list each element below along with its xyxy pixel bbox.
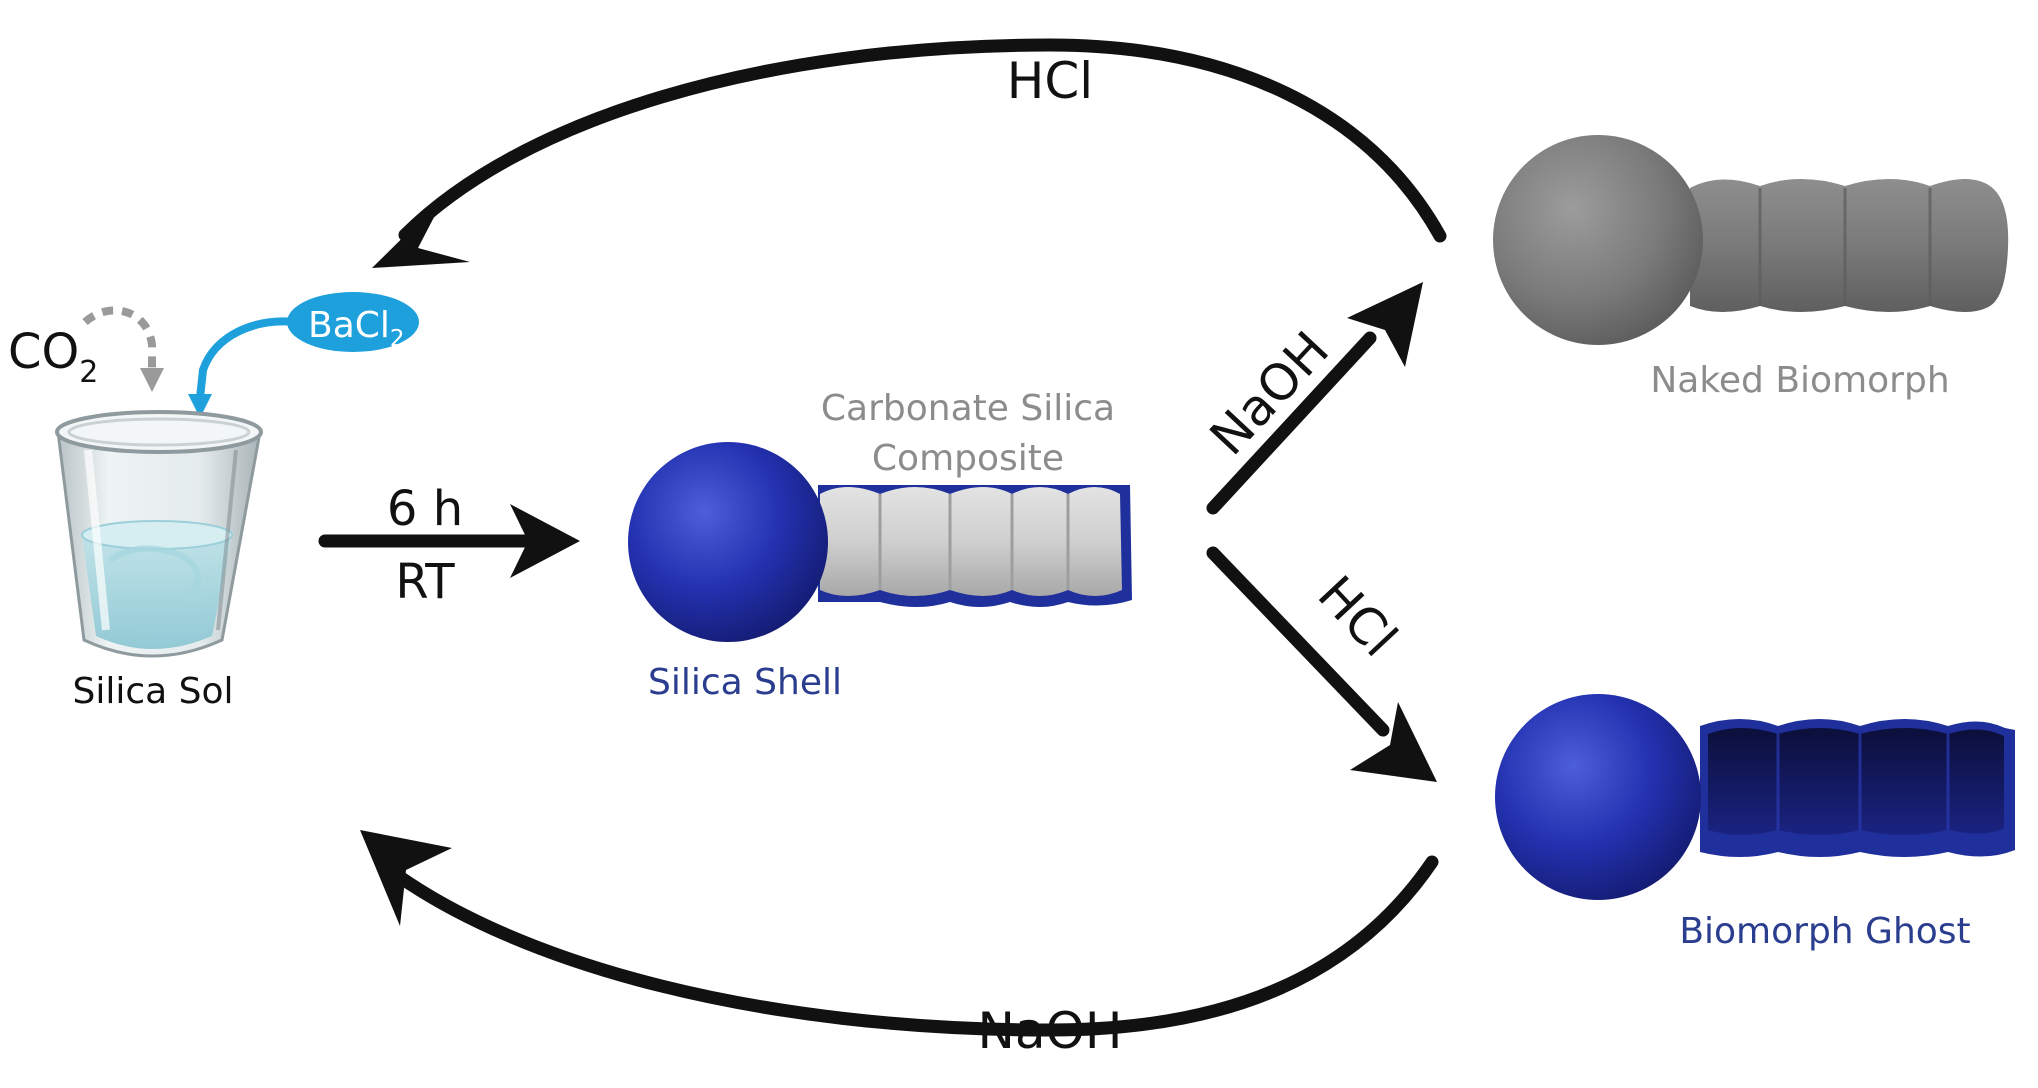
composite-head-sphere xyxy=(628,442,828,642)
silica-shell-label: Silica Shell xyxy=(648,662,842,703)
naoh-return-arrow xyxy=(360,830,1439,1037)
co2-subscript: 2 xyxy=(79,355,98,390)
silica-sol-label: Silica Sol xyxy=(72,671,233,712)
bacl2-label: BaCl xyxy=(308,305,390,346)
composite-label-line2: Composite xyxy=(872,438,1064,479)
reaction-arrow xyxy=(318,504,580,578)
composite-biomorph xyxy=(628,442,1132,642)
hcl-return-arrow xyxy=(372,38,1447,268)
naked-biomorph-label: Naked Biomorph xyxy=(1650,360,1949,401)
hcl-top-label: HCl xyxy=(1007,52,1093,110)
time-label: 6 h xyxy=(387,481,463,537)
hcl-return-arrowhead xyxy=(372,196,470,268)
beaker xyxy=(55,410,263,658)
naked-biomorph-body xyxy=(1690,179,2009,312)
hcl-branch-arrow xyxy=(1206,546,1437,782)
naked-biomorph-head xyxy=(1493,135,1703,345)
co2-input: CO2 xyxy=(8,306,164,392)
naked-biomorph xyxy=(1493,135,2009,345)
ghost-head-sphere xyxy=(1495,694,1701,900)
temperature-label: RT xyxy=(395,554,455,610)
hcl-branch-label: HCl xyxy=(1307,565,1408,668)
bacl2-badge xyxy=(287,292,419,352)
naoh-bottom-label: NaOH xyxy=(978,1002,1123,1060)
biomorph-ghost xyxy=(1495,694,2015,900)
bacl2-arrowhead xyxy=(188,394,212,418)
co2-label: CO xyxy=(8,324,79,380)
svg-text:CO2: CO2 xyxy=(8,324,98,390)
naoh-return-arrowhead xyxy=(360,830,452,926)
composite-label-line1: Carbonate Silica xyxy=(821,388,1115,429)
naoh-branch-arrow xyxy=(1206,282,1423,515)
co2-arrowhead xyxy=(140,368,164,392)
bacl2-subscript: 2 xyxy=(390,326,405,352)
svg-text:BaCl2: BaCl2 xyxy=(308,305,405,352)
ghost-hollow-interior xyxy=(1708,728,2004,835)
bacl2-input: BaCl2 xyxy=(188,292,419,418)
biomorph-ghost-label: Biomorph Ghost xyxy=(1679,911,1970,952)
composite-carbonate-core xyxy=(820,487,1122,596)
